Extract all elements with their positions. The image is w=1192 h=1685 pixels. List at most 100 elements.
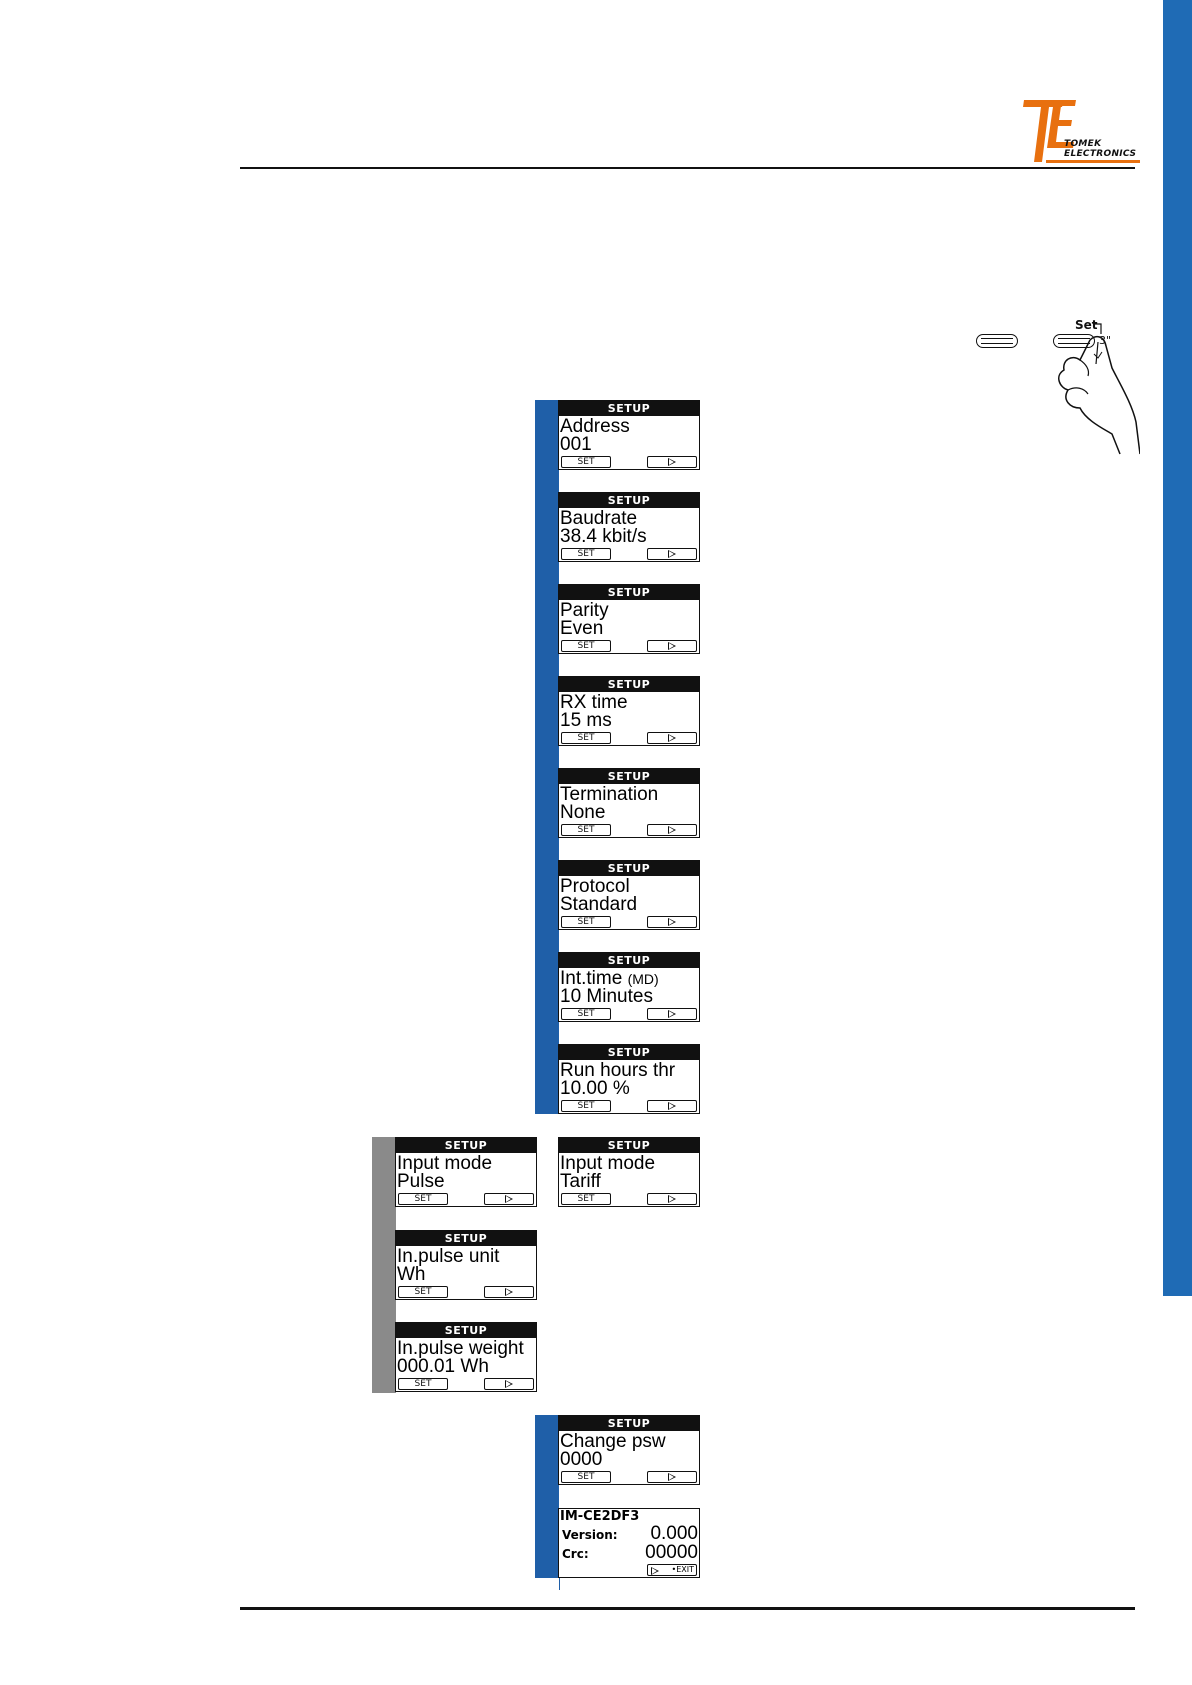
next-arrow-icon	[505, 1288, 513, 1296]
set-key-label: Set	[1075, 318, 1098, 332]
set-button: SET	[398, 1378, 448, 1390]
set-button: SET	[561, 456, 611, 468]
screen-param-line: Run hours thr	[559, 1061, 699, 1080]
bracket-icon	[1095, 323, 1102, 334]
screen-param-value: Wh	[397, 1264, 426, 1285]
set-button: SET	[561, 1193, 611, 1205]
header-rule	[240, 167, 1135, 169]
hold-time-label: 3"	[1099, 334, 1112, 347]
set-button: SET	[561, 548, 611, 560]
next-button	[647, 732, 697, 744]
next-arrow-icon	[668, 642, 676, 650]
tomek-logo: TOMEK ELECTRONICS	[1018, 98, 1140, 168]
side-tab	[1163, 0, 1192, 1296]
set-button: SET	[561, 824, 611, 836]
screen-param-line: Input mode	[559, 1153, 699, 1174]
set-button: SET	[561, 732, 611, 744]
next-arrow-icon	[668, 918, 676, 926]
screen-param-value: Standard	[560, 894, 638, 915]
screen-param-value: 10.00 %	[560, 1078, 630, 1099]
set-button: SET	[561, 1100, 611, 1112]
next-button	[484, 1286, 534, 1298]
set-button: SET	[398, 1286, 448, 1298]
footer-rule	[240, 1607, 1135, 1610]
screen-header: SETUP	[396, 1323, 536, 1338]
next-button	[647, 916, 697, 928]
crc-row: Crc: 00000	[559, 1542, 699, 1563]
screen-param-name: Protocol	[560, 876, 630, 897]
screen-header: SETUP	[559, 861, 699, 876]
next-button	[647, 548, 697, 560]
screen-param-name: RX time	[560, 692, 628, 713]
next-arrow-icon	[668, 1473, 676, 1481]
screen-param-value: Even	[560, 618, 604, 639]
next-arrow-icon	[668, 1010, 676, 1018]
screen-param-value: Pulse	[397, 1171, 445, 1192]
screen-param-value: 15 ms	[560, 710, 612, 731]
next-arrow-icon	[668, 734, 676, 742]
flow-bar-pulse	[372, 1137, 396, 1393]
next-arrow-icon	[505, 1380, 513, 1388]
screen-param-name: Int.time	[560, 968, 623, 989]
next-button	[647, 1008, 697, 1020]
screen-param-line: In.pulse weight	[396, 1338, 536, 1359]
screen-param-name: Parity	[560, 600, 609, 621]
hand-press-icon	[1058, 335, 1140, 455]
brand-name-line1: TOMEK	[1064, 139, 1102, 149]
screen-param-name: Termination	[560, 784, 659, 805]
version-row: Version: 0.000	[559, 1523, 699, 1544]
crc-value: 00000	[645, 1542, 698, 1563]
set-button: SET	[561, 640, 611, 652]
info-screen: IM-CE2DF3 Version: 0.000 Crc: 00000 •EXI…	[558, 1508, 700, 1578]
screen-param-name: Input mode	[560, 1153, 656, 1174]
screen-param-line: Address	[559, 416, 699, 437]
next-arrow-icon	[651, 1567, 659, 1575]
screen-param-line: Int.time (MD)	[559, 968, 699, 989]
next-arrow-icon	[668, 458, 676, 466]
brand-name-line2: ELECTRONICS	[1064, 149, 1137, 159]
screen-param-name: In.pulse unit	[397, 1246, 500, 1267]
set-button: SET	[561, 1008, 611, 1020]
screen-header: SETUP	[396, 1231, 536, 1246]
screen-param-line: Protocol	[559, 876, 699, 897]
screen-param-line: Baudrate	[559, 509, 699, 528]
flow-bar-end	[535, 1415, 559, 1578]
screen-header: SETUP	[559, 401, 699, 416]
crc-label: Crc:	[562, 1547, 589, 1561]
screen-header: SETUP	[559, 493, 699, 508]
next-button	[647, 1471, 697, 1483]
screen-param-value: 38.4 kbit/s	[560, 526, 647, 547]
screen-param-value: None	[560, 802, 606, 823]
next-button	[647, 1193, 697, 1205]
version-label: Version:	[562, 1528, 618, 1542]
screen-header: SETUP	[559, 953, 699, 968]
screen-param-line: In.pulse unit	[396, 1246, 536, 1267]
screen-param-value: 10 Minutes	[560, 986, 653, 1007]
next-button	[647, 456, 697, 468]
screen-param-value: Tariff	[560, 1171, 601, 1192]
next-button	[647, 640, 697, 652]
flow-connector	[559, 1578, 560, 1590]
screen-header: SETUP	[559, 677, 699, 692]
version-value: 0.000	[650, 1523, 698, 1544]
screen-header: SETUP	[559, 1045, 699, 1060]
screen-param-value: 001	[560, 434, 592, 455]
set-button: SET	[398, 1193, 448, 1205]
screen-param-name: Address	[560, 416, 630, 437]
next-arrow-icon	[668, 826, 676, 834]
next-button	[647, 824, 697, 836]
next-arrow-icon	[505, 1195, 513, 1203]
screen-param-name: In.pulse weight	[397, 1338, 524, 1359]
next-button	[484, 1378, 534, 1390]
set-key	[1053, 334, 1095, 348]
